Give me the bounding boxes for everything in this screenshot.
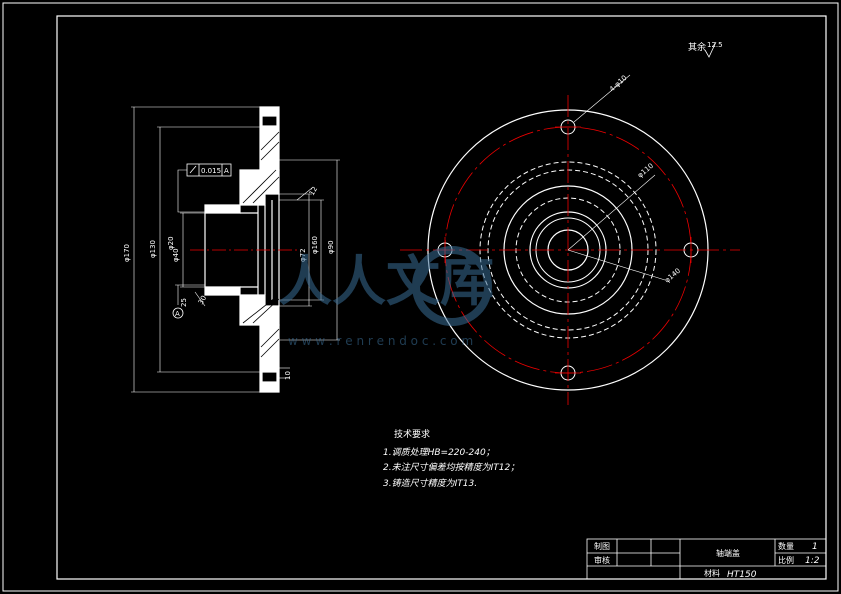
tech-item-1: 1.调质处理HB=220-240； [383, 447, 495, 458]
dim-10: 10 [284, 371, 292, 380]
dim-phi40: φ40 [172, 248, 180, 262]
dim-4-phi10: 4-φ10 [608, 74, 629, 94]
dim-phi110: φ110 [636, 162, 655, 180]
tolerance-frame: 0.015 A [177, 163, 232, 213]
tech-title: 技术要求 [394, 428, 430, 440]
watermark-url: w w w . r e n r e n d o c . c o m [288, 334, 473, 348]
drawn-label: 制图 [594, 541, 610, 551]
scale-value: 1:2 [805, 556, 820, 566]
tolerance-datum: A [224, 167, 229, 175]
dim-phi130: φ130 [149, 240, 157, 258]
section-hub-top [204, 204, 241, 214]
qty-label: 数量 [778, 541, 794, 551]
dim-phi170: φ170 [123, 244, 131, 262]
watermark-logo [412, 246, 492, 326]
section-hub-bottom [204, 286, 241, 296]
front-leaders [567, 74, 666, 281]
material-value: HT150 [727, 570, 757, 580]
dim-25: 25 [180, 298, 188, 307]
roughness-symbol [704, 41, 717, 58]
dim-30: 30 [197, 294, 208, 306]
dim-phi140: φ140 [663, 267, 682, 285]
surface-note: 其余 [688, 41, 706, 53]
dimension-lines-left [131, 106, 340, 393]
tech-item-2: 2.未注尺寸偏差均按精度为IT12； [383, 462, 519, 473]
check-label: 审核 [594, 555, 610, 565]
dim-phi20: φ20 [167, 236, 175, 250]
scale-label: 比例 [778, 555, 794, 565]
material-label: 材料 [704, 568, 720, 578]
tolerance-value: 0.015 [201, 167, 221, 175]
dim-phi160: φ160 [311, 236, 319, 254]
datum-label: A [175, 310, 180, 318]
watermark: 人人文库 w w w . r e n r e n d o c . c o m [278, 246, 494, 348]
inner-frame [56, 15, 827, 580]
tech-item-3: 3.铸造尺寸精度为IT13. [383, 478, 477, 489]
datum-symbol: A [172, 307, 184, 319]
watermark-text: 人人文库 [278, 250, 494, 313]
qty-value: 1 [812, 542, 818, 552]
dim-12: 12 [308, 185, 319, 197]
dim-phi90: φ90 [327, 240, 335, 254]
title-block [586, 538, 827, 580]
part-name: 轴端盖 [716, 548, 740, 558]
section-view [204, 106, 280, 393]
dim-phi72: φ72 [299, 248, 307, 262]
